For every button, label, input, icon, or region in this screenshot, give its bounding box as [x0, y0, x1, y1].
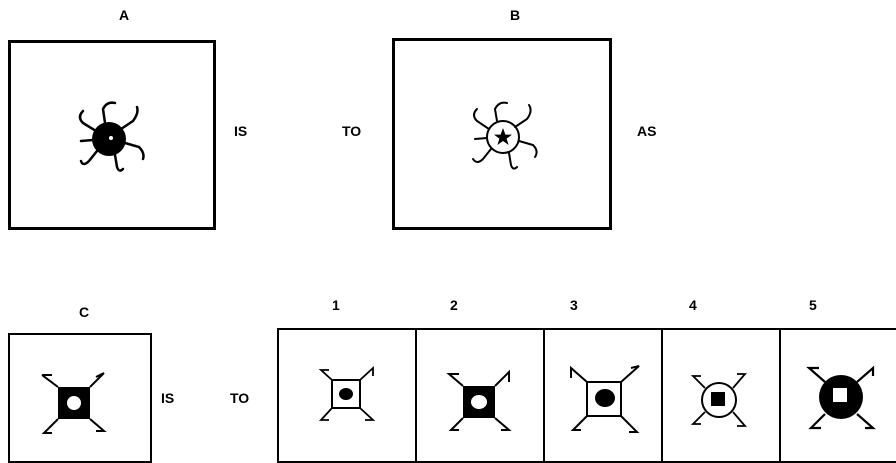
- figure-a-box: [8, 40, 216, 230]
- figure-c-square-symbol: [41, 372, 107, 434]
- figure-c-box: [8, 333, 152, 463]
- option-2-symbol: [446, 369, 512, 431]
- option-4-label: 4: [689, 297, 697, 313]
- figure-c-label: C: [79, 304, 90, 320]
- option-1-box[interactable]: [277, 328, 417, 463]
- connector-to-2: TO: [230, 390, 250, 406]
- option-1-symbol: [318, 365, 376, 421]
- connector-is-2: IS: [161, 390, 175, 406]
- option-1-label: 1: [332, 297, 340, 313]
- option-4-symbol: [690, 373, 747, 427]
- option-4-box[interactable]: [661, 328, 781, 463]
- option-3-label: 3: [570, 297, 578, 313]
- star-icon: [494, 128, 512, 145]
- connector-as-1: AS: [637, 123, 657, 139]
- option-3-symbol: [570, 365, 640, 433]
- option-5-symbol: [806, 365, 876, 430]
- option-5-box[interactable]: [779, 328, 896, 463]
- figure-a-label: A: [119, 7, 130, 23]
- option-5-label: 5: [809, 297, 817, 313]
- connector-is-1: IS: [234, 123, 248, 139]
- connector-to-1: TO: [342, 123, 362, 139]
- figure-b-label: B: [510, 7, 521, 23]
- option-3-box[interactable]: [543, 328, 663, 463]
- figure-b-box: [392, 38, 612, 230]
- figure-b-spider-symbol: [472, 101, 538, 170]
- option-2-label: 2: [450, 297, 458, 313]
- figure-a-spider-symbol: [78, 101, 145, 172]
- option-2-box[interactable]: [415, 328, 545, 463]
